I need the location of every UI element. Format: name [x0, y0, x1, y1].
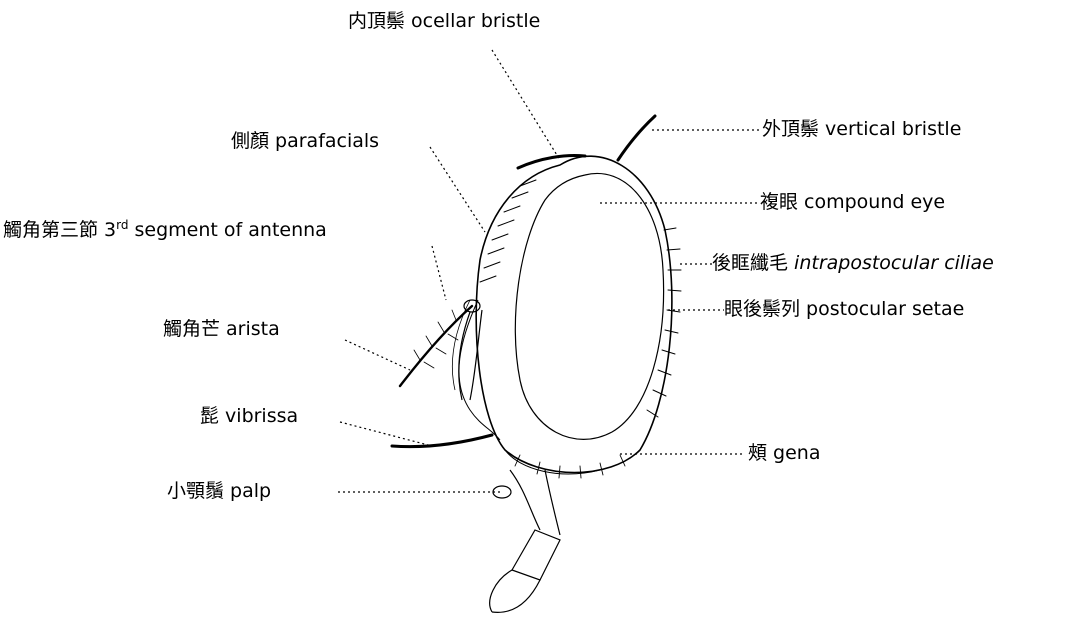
label-antenna-superscript: rd	[116, 218, 128, 232]
bristles	[392, 116, 681, 478]
leader-ocellar-bristle	[492, 50, 560, 160]
label-antenna-third-segment: 觸角第三節 3rd segment of antenna	[3, 219, 327, 241]
label-antenna-suffix: segment of antenna	[128, 219, 326, 241]
leader-arista	[345, 340, 410, 370]
leader-antenna-segment	[432, 246, 446, 300]
label-intrapostocular-en: intrapostocular ciliae	[794, 252, 994, 274]
label-parafacials: 側顏 parafacials	[231, 130, 379, 152]
label-vibrissa: 髭 vibrissa	[200, 405, 298, 427]
label-gena: 頰 gena	[748, 442, 820, 464]
vertical-bristle-mark	[618, 116, 655, 160]
label-ocellar-bristle: 内頂鬃 ocellar bristle	[348, 10, 540, 32]
label-postocular-setae: 眼後鬃列 postocular setae	[724, 298, 964, 320]
label-palp: 小顎鬚 palp	[167, 480, 271, 502]
proboscis	[490, 470, 560, 612]
label-antenna-prefix: 觸角第三節 3	[3, 219, 116, 241]
label-compound-eye: 複眼 compound eye	[760, 191, 945, 213]
leader-parafacials	[430, 147, 485, 232]
head-outline	[452, 156, 672, 474]
vibrissa-mark	[392, 435, 492, 447]
leader-vibrissa	[340, 422, 432, 446]
label-arista: 觸角芒 arista	[163, 318, 280, 340]
palp-mark	[493, 486, 511, 498]
label-vertical-bristle: 外頂鬃 vertical bristle	[762, 118, 961, 140]
label-intrapostocular-ciliae: 後眶纖毛 intrapostocular ciliae	[712, 252, 994, 274]
ocellar-bristle-mark	[518, 156, 585, 169]
leader-lines	[338, 50, 762, 492]
label-intrapostocular-zh: 後眶纖毛	[712, 252, 794, 274]
